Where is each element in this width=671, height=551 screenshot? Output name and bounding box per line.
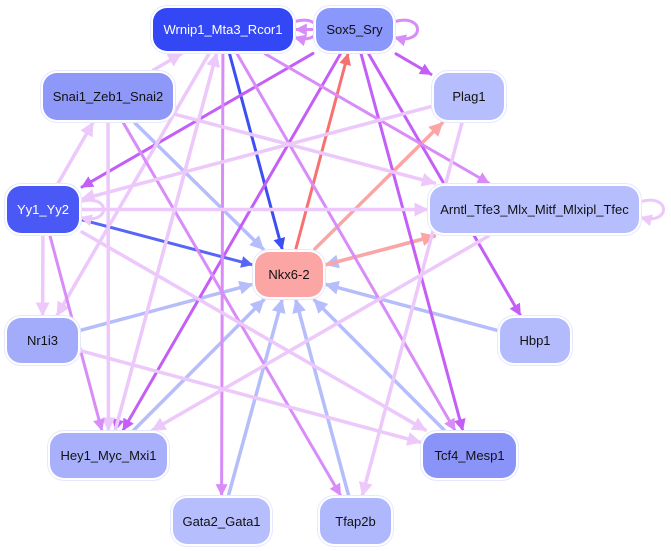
- node-label: Nkx6-2: [268, 267, 310, 282]
- edge-yy1-yy2-to-snai1-zeb1-snai2: [56, 121, 95, 185]
- edge-nkx6-2-to-arntl-tfe3-mlx-mitf-mlxipl-tfec: [324, 232, 437, 267]
- node-label: Hbp1: [519, 333, 551, 348]
- node-nkx6-2[interactable]: Nkx6-2: [255, 252, 323, 297]
- edge-hey1-myc-mxi1-to-nkx6-2: [132, 298, 266, 432]
- node-label: Nr1i3: [26, 333, 59, 348]
- edge-tcf4-mesp1-to-nkx6-2: [312, 298, 446, 432]
- node-hbp1[interactable]: Hbp1: [500, 318, 570, 363]
- node-label: Yy1_Yy2: [16, 202, 70, 217]
- node-label: Tfap2b: [335, 513, 376, 529]
- edge-nkx6-2-to-plag1: [313, 121, 444, 251]
- edge-snai1-zeb1-snai2-to-tfap2b: [121, 121, 342, 497]
- edge-sox5-sry-to-hey1-myc-mxi1: [121, 52, 342, 432]
- node-tfap2b[interactable]: Tfap2b: [320, 498, 391, 544]
- edge-arntl-tfe3-mlx-mitf-mlxipl-tfec-to-hey1-myc-mxi1: [150, 234, 491, 432]
- edge-wrnip1-mta3-rcor1-to-tcf4-mesp1: [235, 52, 457, 432]
- node-label: Wrnip1_Mta3_Rcor1: [163, 22, 283, 37]
- node-label: Sox5_Sry: [326, 22, 383, 37]
- edge-wrnip1-mta3-rcor1-to-gata2-gata1: [215, 52, 228, 497]
- self-loop-yy1-yy2: [79, 198, 105, 227]
- node-label: Gata2_Gata1: [182, 513, 261, 529]
- node-label: Snai1_Zeb1_Snai2: [52, 89, 164, 104]
- edge-snai1-zeb1-snai2-to-arntl-tfe3-mlx-mitf-mlxipl-tfec: [174, 112, 437, 187]
- node-wrnip1-mta3-rcor1[interactable]: Wrnip1_Mta3_Rcor1: [153, 8, 293, 51]
- edge-plag1-to-yy1-yy2: [80, 104, 433, 203]
- node-hey1-myc-mxi1[interactable]: Hey1_Myc_Mxi1: [50, 433, 167, 478]
- edge-snai1-zeb1-snai2-to-nkx6-2: [133, 121, 265, 251]
- node-snai1-zeb1-snai2[interactable]: Snai1_Zeb1_Snai2: [43, 73, 173, 120]
- edge-nr1i3-to-tcf4-mesp1: [79, 349, 422, 446]
- self-loop-arntl-tfe3-mlx-mitf-mlxipl-tfec: [639, 198, 665, 227]
- edge-tfap2b-to-nkx6-2: [292, 298, 351, 497]
- edge-yy1-yy2-to-tcf4-mesp1: [80, 230, 428, 432]
- node-nr1i3[interactable]: Nr1i3: [7, 318, 78, 363]
- edge-layer: [35, 18, 665, 497]
- node-label: Plag1: [452, 89, 486, 104]
- node-label: Hey1_Myc_Mxi1: [60, 448, 157, 463]
- node-arntl-tfe3-mlx-mitf-mlxipl-tfec[interactable]: Arntl_Tfe3_Mlx_Mitf_Mlxipl_Tfec: [430, 186, 639, 233]
- edge-sox5-sry-to-tcf4-mesp1: [359, 52, 466, 432]
- self-loop-sox5-sry: [393, 18, 419, 47]
- node-label: Arntl_Tfe3_Mlx_Mitf_Mlxipl_Tfec: [440, 202, 629, 217]
- edge-snai1-zeb1-snai2-to-wrnip1-mta3-rcor1: [151, 52, 183, 72]
- node-sox5-sry[interactable]: Sox5_Sry: [316, 8, 393, 51]
- node-plag1[interactable]: Plag1: [434, 73, 504, 120]
- node-tcf4-mesp1[interactable]: Tcf4_Mesp1: [423, 433, 516, 478]
- edge-plag1-to-tfap2b: [358, 121, 464, 497]
- edge-hey1-myc-mxi1-to-wrnip1-mta3-rcor1: [113, 52, 220, 432]
- edge-sox5-sry-to-plag1: [394, 52, 433, 76]
- node-label: Tcf4_Mesp1: [434, 448, 505, 463]
- node-gata2-gata1[interactable]: Gata2_Gata1: [173, 498, 270, 544]
- node-yy1-yy2[interactable]: Yy1_Yy2: [7, 186, 79, 233]
